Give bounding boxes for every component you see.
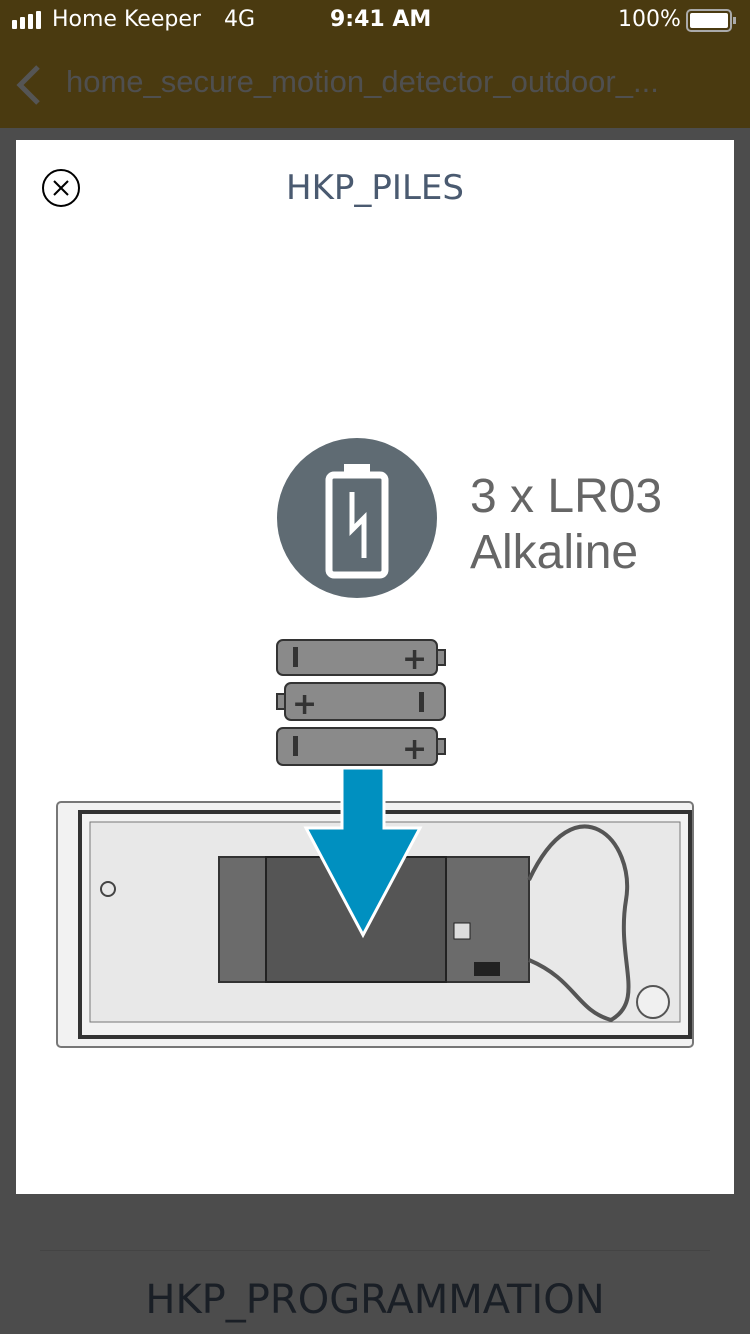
battery-badge-icon bbox=[277, 438, 437, 598]
carrier-label: Home Keeper bbox=[52, 7, 201, 32]
back-chevron-icon[interactable] bbox=[14, 64, 44, 106]
battery-installation-illustration: 3 x LR03 Alkaline + + + bbox=[56, 438, 694, 1048]
device-housing bbox=[56, 801, 694, 1048]
battery-spec-line2: Alkaline bbox=[470, 526, 638, 579]
time-label: 9:41 AM bbox=[330, 7, 432, 32]
nav-bar: home_secure_motion_detector_outdoor_... bbox=[0, 40, 750, 128]
status-bar: Home Keeper 4G 9:41 AM 100% bbox=[0, 0, 750, 40]
modal-dialog: HKP_PILES 3 x LR03 Alkaline + + + bbox=[16, 140, 734, 1194]
battery-percent: 100% bbox=[618, 7, 681, 32]
svg-text:+: + bbox=[292, 687, 317, 722]
network-label: 4G bbox=[224, 7, 256, 32]
svg-text:+: + bbox=[402, 642, 427, 677]
next-section-title: HKP_PROGRAMMATION bbox=[145, 1277, 605, 1323]
modal-title: HKP_PILES bbox=[286, 168, 464, 208]
svg-text:+: + bbox=[402, 732, 427, 767]
close-icon bbox=[53, 180, 69, 196]
signal-icon bbox=[12, 11, 41, 29]
nav-title: home_secure_motion_detector_outdoor_... bbox=[66, 64, 659, 99]
close-button[interactable] bbox=[42, 169, 80, 207]
battery-spec-line1: 3 x LR03 bbox=[470, 470, 662, 523]
battery-icon bbox=[686, 9, 736, 32]
divider bbox=[40, 1250, 710, 1251]
aaa-batteries: + + + bbox=[276, 639, 446, 767]
insert-arrow-icon bbox=[303, 766, 423, 939]
